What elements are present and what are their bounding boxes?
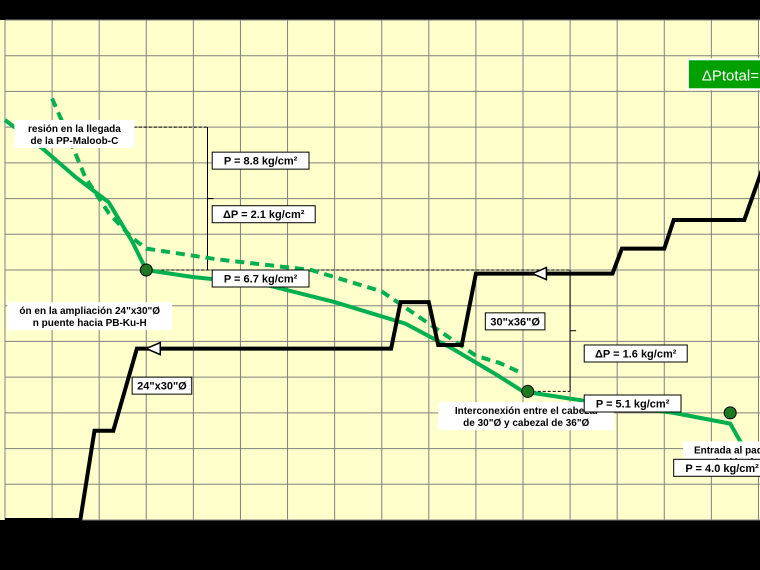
value-box-d30x36: [484, 312, 546, 331]
series-layer: [3, 97, 760, 522]
annotation-text-interconexion: de 30"Ø y cabezal de 36"Ø: [463, 418, 589, 429]
delta-total-box: [686, 58, 760, 91]
annotation-text-ampliacion: ón en la ampliación 24"x30"Ø: [19, 306, 160, 317]
annotation-text-llegada: resión en la llegada: [28, 124, 121, 135]
annotation-box-ampliacion: [7, 302, 173, 331]
value-text-d30x36: 30"x36"Ø: [490, 316, 540, 328]
delta-total-text: ΔPtotal= 4.8: [702, 67, 760, 84]
annotation-text-llegada: de la PP-Maloob-C: [31, 136, 119, 147]
series-line-2: [5, 169, 760, 522]
value-text-p88: P = 8.8 kg/cm²: [224, 156, 298, 168]
annotation-box-llegada: [14, 120, 135, 148]
marks-layer: [139, 263, 737, 420]
value-text-d24x30: 24"x30"Ø: [137, 381, 187, 393]
annotation-text-entrada: Entrada al paquete de: [694, 445, 760, 456]
value-text-dp16: ΔP = 1.6 kg/cm²: [595, 349, 677, 361]
flow-arrow-0: [144, 341, 162, 356]
annotation-text-interconexion: Interconexión entre el cabezal: [455, 406, 598, 417]
value-box-p40: [673, 458, 760, 477]
value-box-p88: [211, 151, 310, 170]
value-text-dp21: ΔP = 2.1 kg/cm²: [223, 209, 305, 221]
value-box-d24x30: [131, 376, 193, 395]
node-marker-0: [139, 263, 153, 277]
value-box-p67: [211, 269, 310, 288]
value-box-dp21: [211, 205, 316, 224]
node-marker-1: [521, 384, 535, 398]
value-box-p51: [583, 394, 682, 413]
node-marker-2: [723, 406, 737, 420]
value-text-p51: P = 5.1 kg/cm²: [596, 399, 670, 411]
value-box-dp16: [583, 344, 688, 363]
value-text-p67: P = 6.7 kg/cm²: [224, 274, 298, 286]
flow-arrow-1: [530, 266, 548, 281]
value-text-p40: P = 4.0 kg/cm²: [685, 463, 759, 475]
annotation-text-ampliacion: n puente hacia PB-Ku-H: [33, 318, 147, 329]
series-line-0: [3, 118, 760, 454]
